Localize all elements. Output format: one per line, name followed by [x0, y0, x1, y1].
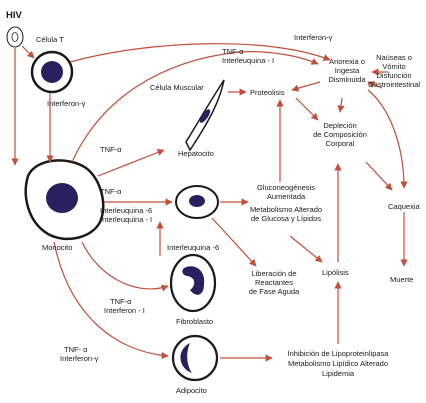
label-nauseas-4: Gastrointestinal — [368, 80, 420, 89]
label-monocito: Monocito — [42, 243, 72, 252]
arrow-anorexia-deplecion — [337, 97, 345, 113]
arrows — [11, 43, 408, 362]
label-anorexia-1: Anorexia o — [329, 57, 365, 66]
label-caquexia: Caquexia — [388, 202, 421, 211]
label-tnf-top: TNF-α — [222, 47, 244, 56]
text-labels: HIV Célula T Interferon-γ TNF-α Interleu… — [6, 10, 421, 395]
label-inhib-2: Metabolismo Lipídico Alterado — [288, 359, 388, 368]
label-gluco-3: Metabolismo Alterado — [250, 205, 322, 214]
label-inhib-3: Lipidemia — [322, 369, 355, 378]
label-liberacion-3: de Fase Aguda — [249, 287, 300, 296]
label-interferon-gamma-left: Interferon-γ — [47, 99, 86, 108]
arrow-gluco-lipolisis — [289, 235, 323, 263]
label-anorexia-3: Disminuida — [328, 75, 366, 84]
label-proteolisis: Proteolisis — [250, 88, 285, 97]
adipocyte-icon — [171, 334, 219, 382]
label-tnf-fibro-1: TNF-α — [110, 297, 132, 306]
label-lipolisis: Lipólisis — [322, 268, 349, 277]
label-hiv: HIV — [6, 10, 23, 21]
t-cell-icon — [30, 50, 74, 94]
arrow-monocyte-fibroblast — [81, 241, 169, 292]
label-muerte: Muerte — [390, 275, 413, 284]
label-liberacion-2: Reactantes — [255, 278, 293, 287]
hiv-virus-icon — [6, 26, 24, 48]
label-hepatocito: Hepatocito — [178, 149, 214, 158]
label-nauseas-2: Vómito — [382, 62, 405, 71]
label-gluco-1: Gluconeogénesis — [257, 183, 315, 192]
arrow-monocyte-hepatocyte-top — [97, 149, 165, 177]
label-gluco-2: Aumentada — [267, 192, 306, 201]
label-liberacion-1: Liberación de — [251, 269, 296, 278]
label-tnf-hepatocito: TNF-α — [100, 145, 122, 154]
arrow-anorexia-caquexia — [367, 89, 408, 189]
muscle-cell-icon — [185, 79, 225, 152]
label-celula-muscular: Célula Muscular — [150, 83, 204, 92]
hepatocyte-icon — [175, 185, 219, 219]
fibroblast-icon — [169, 253, 217, 313]
monocyte-icon — [24, 159, 105, 241]
arrow-monocyte-proteolisis — [71, 51, 319, 163]
arrow-anorexia-proteolisis — [291, 81, 321, 92]
label-deplecion-1: Depleción — [323, 121, 356, 130]
label-nauseas-1: Naúseas o — [376, 53, 412, 62]
arrow-nauseas-anorexia-2 — [367, 81, 383, 89]
arrow-tcell-anorexia — [69, 43, 331, 63]
arrow-hiv-tcell — [21, 45, 35, 59]
label-tnf-mid: TNF-α — [100, 187, 122, 196]
label-gluco-4: de Glucosa y Lípidos — [251, 214, 321, 223]
label-tnf-adipo-1: TNF- α — [64, 345, 88, 354]
label-tnf-fibro-2: Interferon - I — [104, 306, 145, 315]
arrow-monocyte-adipocyte — [53, 241, 169, 360]
arrow-deplecion-caquexia — [365, 161, 393, 191]
label-tnf-adipo-2: Interferon-γ — [60, 354, 99, 363]
label-inhib-1: Inhibición de Lipoproteinlipasa — [288, 349, 390, 358]
arrow-hepatocyte-liberacion — [211, 217, 257, 267]
label-celula-t: Célula T — [36, 35, 64, 44]
label-adipocito: Adipocito — [176, 386, 207, 395]
label-il6-mid: Interleuquina -6 — [100, 206, 152, 215]
label-fibroblasto: Fibroblasto — [176, 317, 213, 326]
label-il6-fibro: Interleuquina -6 — [167, 243, 219, 252]
label-interferon-gamma-top: Interferon-γ — [294, 33, 333, 42]
label-deplecion-2: de Composición — [313, 130, 367, 139]
arrow-proteolisis-deplecion — [295, 97, 319, 121]
label-il1-top: Interleuquina - I — [222, 56, 274, 65]
label-deplecion-3: Corporal — [326, 139, 355, 148]
label-anorexia-2: Ingesta — [335, 66, 360, 75]
label-il1-mid: Interleuquina - I — [100, 215, 152, 224]
label-nauseas-3: Disfunción — [376, 71, 411, 80]
